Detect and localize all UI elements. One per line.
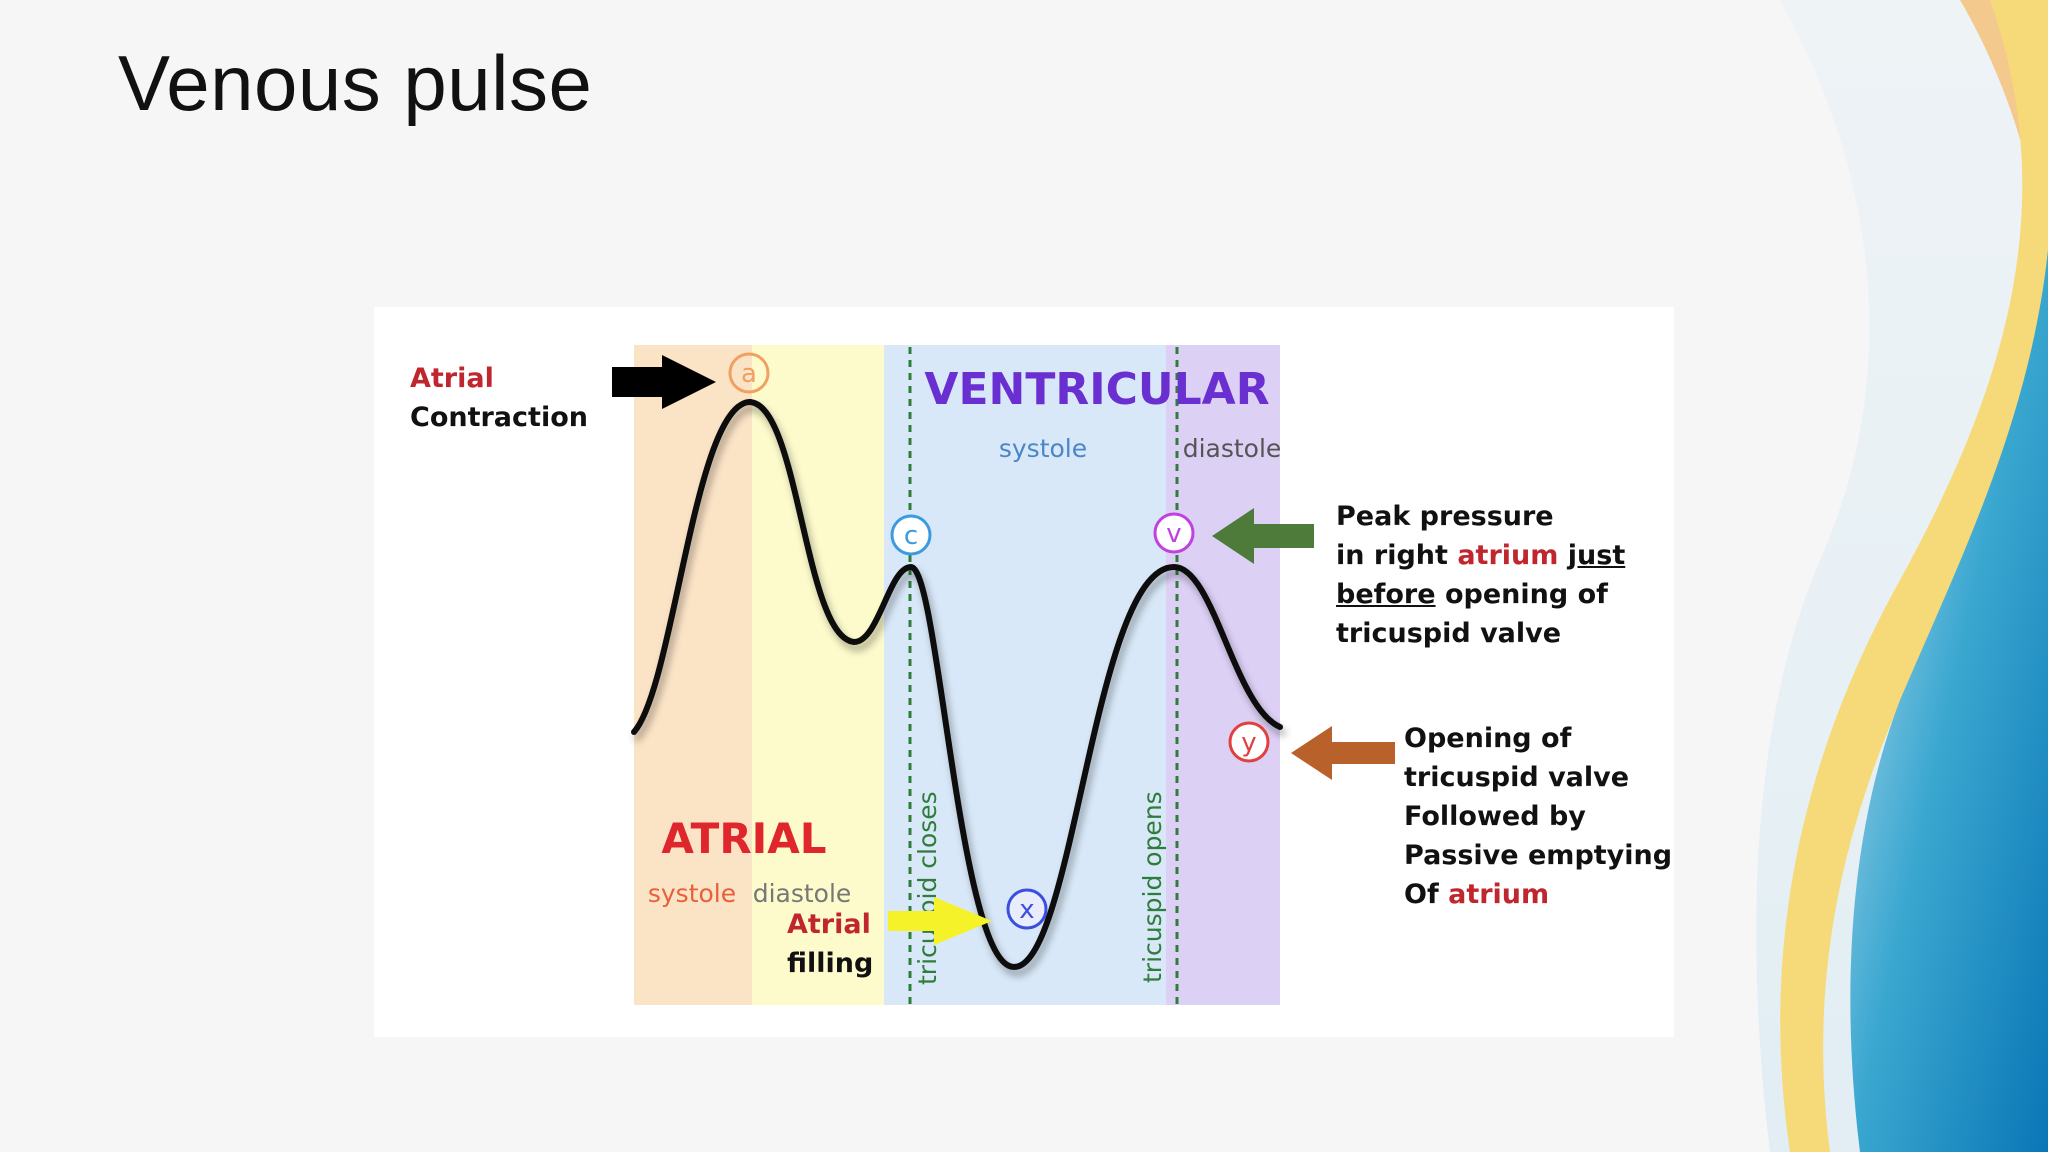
- diagram-panel: a c v x y VENTRICULAR systole diastole A…: [374, 307, 1674, 1037]
- marker-a: [728, 352, 770, 394]
- opening-line-3: Followed by: [1404, 801, 1586, 832]
- callout-atrial-contraction: Atrial Contraction: [410, 359, 588, 437]
- green-arrow: [1212, 508, 1314, 564]
- black-arrow: [612, 355, 716, 409]
- marker-x-label: x: [1019, 895, 1034, 925]
- opening-line-5b: atrium: [1448, 879, 1550, 910]
- callout-opening: Opening of tricuspid valve Followed by P…: [1404, 719, 1672, 914]
- tricuspid-closes-label: tricuspid closes: [913, 791, 942, 985]
- opening-line-5: Of atrium: [1404, 875, 1672, 914]
- opening-line-4: Passive emptying: [1404, 840, 1673, 871]
- band-atrial-diastole: [752, 345, 884, 1005]
- peak-line-3a: before: [1336, 579, 1436, 610]
- peak-line-4: tricuspid valve: [1336, 618, 1562, 649]
- opening-line-2: tricuspid valve: [1404, 762, 1630, 793]
- callout-filling-word: filling: [787, 948, 874, 979]
- atrial-label: ATRIAL: [661, 814, 826, 863]
- marker-a-label: a: [741, 359, 757, 389]
- venous-pulse-curve: [631, 398, 1283, 971]
- ventricular-systole-label: systole: [999, 434, 1087, 463]
- slide-title: Venous pulse: [118, 39, 593, 127]
- marker-v-label: v: [1166, 519, 1181, 549]
- callout-peak-pressure: Peak pressure in right atrium just befor…: [1336, 497, 1625, 653]
- atrial-systole-label: systole: [648, 879, 736, 908]
- marker-y: [1228, 721, 1270, 763]
- tricuspid-opens-label: tricuspid opens: [1138, 791, 1167, 983]
- opening-line-5a: Of: [1404, 879, 1439, 910]
- marker-v: [1153, 512, 1195, 554]
- peak-line-1: Peak pressure: [1336, 501, 1554, 532]
- marker-c: [890, 514, 932, 556]
- callout-atrial-filling: Atrial filling: [787, 905, 873, 983]
- peak-line-2b: atrium: [1457, 540, 1559, 571]
- ventricular-label: VENTRICULAR: [924, 364, 1269, 415]
- callout-contraction-word: Contraction: [410, 402, 588, 433]
- ventricular-diastole-label: diastole: [1183, 434, 1282, 463]
- peak-line-2: in right atrium just: [1336, 536, 1625, 575]
- atrial-diastole-label: diastole: [753, 879, 852, 908]
- decor-yellow-wave: [1780, 0, 2048, 1152]
- marker-c-label: c: [904, 521, 918, 551]
- brown-arrow: [1291, 726, 1395, 780]
- decor-blue-wave: [1850, 250, 2048, 1152]
- peak-line-2c: just: [1567, 540, 1626, 571]
- peak-line-2a: in right: [1336, 540, 1448, 571]
- yellow-arrow: [888, 897, 992, 945]
- peak-line-3b: opening of: [1444, 579, 1608, 610]
- peak-line-3: before opening of: [1336, 575, 1625, 614]
- callout-filling-atrial-word: Atrial: [787, 909, 871, 940]
- venous-pulse-diagram: a c v x y VENTRICULAR systole diastole A…: [612, 345, 1395, 1005]
- band-ventricular-diastole: [1166, 345, 1280, 1005]
- opening-line-1: Opening of: [1404, 723, 1572, 754]
- marker-y-label: y: [1241, 728, 1256, 758]
- marker-x: [1006, 888, 1048, 930]
- callout-atrial-word: Atrial: [410, 363, 494, 394]
- band-atrial-systole: [634, 345, 752, 1005]
